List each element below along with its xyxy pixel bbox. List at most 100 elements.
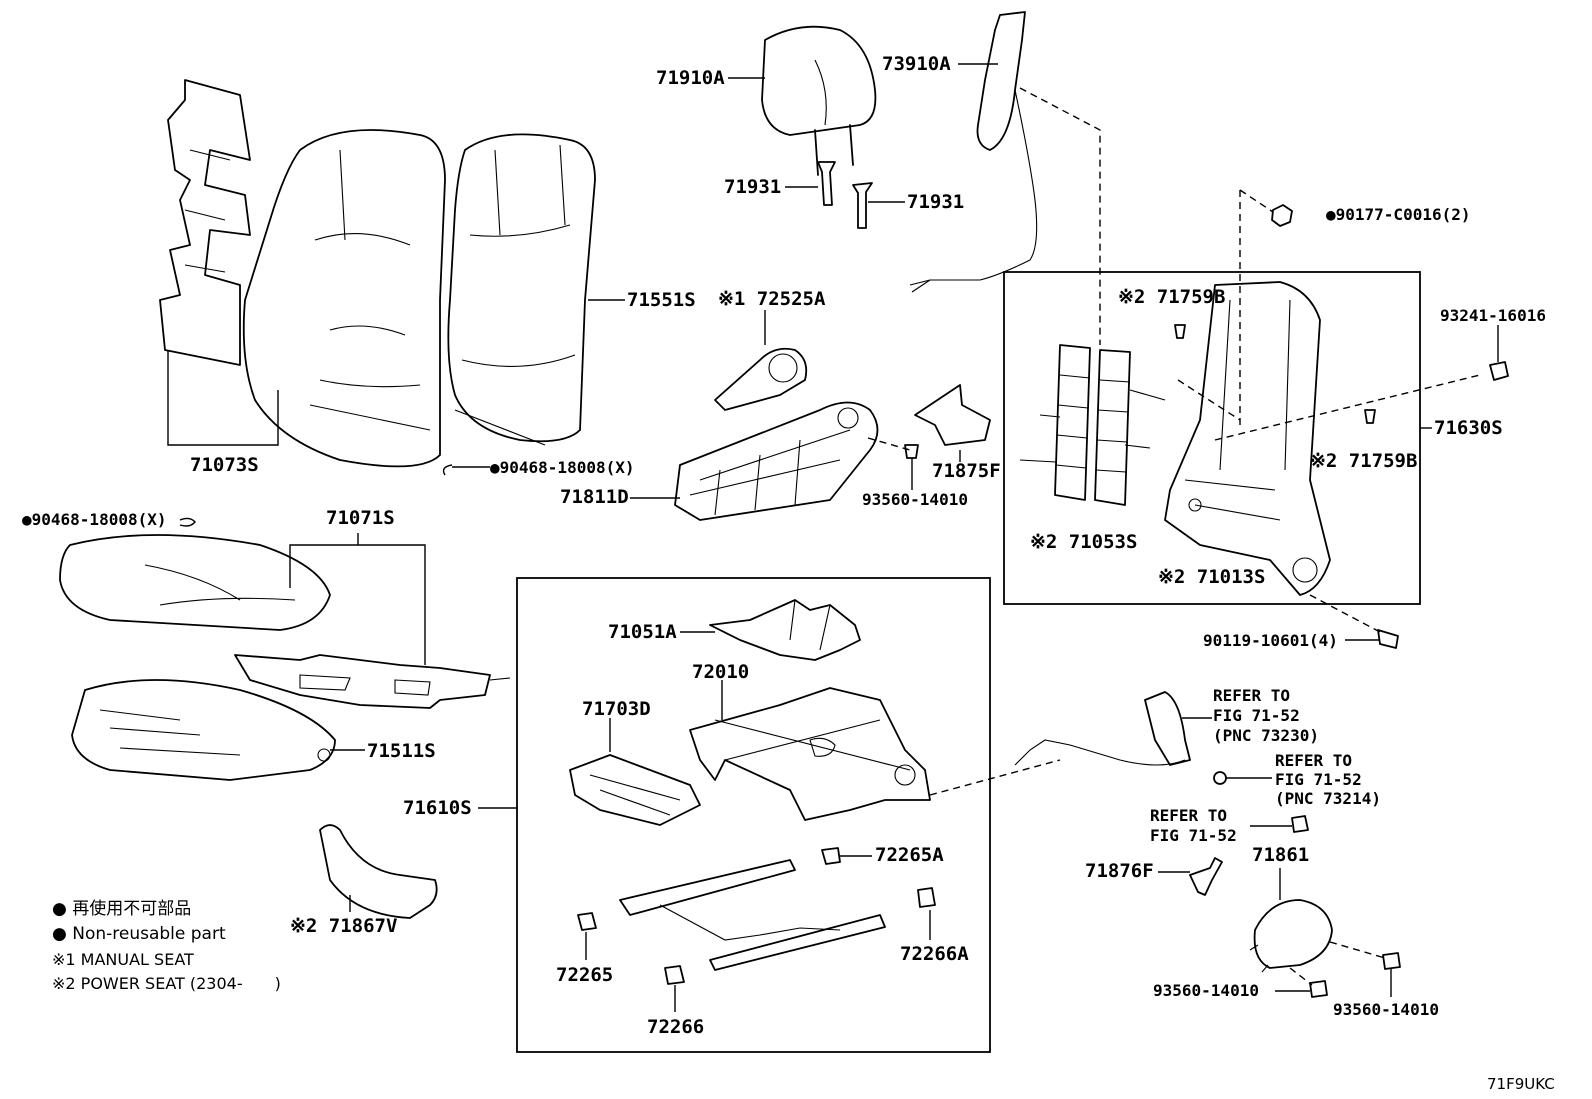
- grommet-ref2: [1213, 771, 1227, 785]
- bracket-71875F: [914, 384, 991, 446]
- cushion-pad-71511S: [71, 679, 336, 781]
- grommet-ref3: [1291, 815, 1309, 833]
- label-refer3-line1: REFER TO: [1150, 806, 1228, 825]
- legend-jp: ● 再使用不可部品: [52, 899, 192, 919]
- dash-90119: [1309, 594, 1381, 633]
- label-refer2-line3: (PNC 73214): [1275, 789, 1381, 808]
- label-71013S: ※2 71013S: [1158, 566, 1266, 588]
- bolt-93241: [1489, 361, 1509, 381]
- clip-71759B-b: [1364, 409, 1376, 424]
- seat-adjuster-72010: [689, 687, 931, 821]
- cover-72266: [664, 965, 685, 985]
- clip-71759B-a: [1174, 324, 1186, 339]
- label-93560-c: 93560-14010: [1333, 1000, 1439, 1019]
- label-71931-b: 71931: [907, 191, 965, 213]
- seat-heater-mat: [234, 654, 511, 709]
- cover-71861: [1249, 899, 1333, 973]
- label-72265: 72265: [556, 964, 614, 986]
- seat-track-box: [516, 577, 991, 1053]
- seat-rails: [619, 859, 886, 971]
- label-90177: ●90177-C0016(2): [1326, 205, 1471, 224]
- label-93241: 93241-16016: [1440, 306, 1546, 325]
- label-71071S: 71071S: [326, 507, 395, 529]
- recliner-cover-72525A: [714, 347, 808, 411]
- label-71053S: ※2 71053S: [1030, 531, 1138, 553]
- label-72010: 72010: [692, 661, 750, 683]
- label-refer3-line2: FIG 71-52: [1150, 826, 1237, 845]
- seatback-frame-box: [1003, 271, 1421, 605]
- headrest-71910A: [761, 25, 877, 176]
- seatback-pad-sheet: [159, 79, 251, 366]
- label-90468-a: ●90468-18008(X): [490, 458, 635, 477]
- label-71759B-a: ※2 71759B: [1118, 286, 1226, 308]
- label-71703D: 71703D: [582, 698, 651, 720]
- label-71759B-b: ※2 71759B: [1310, 450, 1418, 472]
- label-refer1-line3: (PNC 73230): [1213, 726, 1319, 745]
- pan-71703D: [569, 754, 701, 826]
- bolt-90119: [1377, 629, 1399, 649]
- label-71861: 71861: [1252, 844, 1310, 866]
- label-72266A: 72266A: [900, 943, 969, 965]
- screw-93560a: [904, 444, 919, 459]
- label-71073S: 71073S: [190, 454, 259, 476]
- label-72266: 72266: [647, 1016, 705, 1038]
- headrest-support-a: [817, 161, 836, 206]
- dash-93560a: [867, 437, 911, 451]
- cover-72266A: [917, 887, 936, 908]
- label-71875F: 71875F: [932, 460, 1001, 482]
- legend-en: ● Non-reusable part: [52, 924, 226, 944]
- label-72525A: ※1 72525A: [718, 288, 826, 310]
- screw-93560c: [1382, 952, 1401, 970]
- clip-90468b: [179, 517, 196, 527]
- label-refer2-line2: FIG 71-52: [1275, 770, 1362, 789]
- leader-71071S: [289, 544, 426, 665]
- clip-72265A: [821, 847, 841, 865]
- clip-90468a: [442, 464, 490, 476]
- seatbelt-buckle: [1014, 691, 1191, 766]
- side-shield-71811D: [674, 401, 879, 521]
- dash-93560c: [1329, 941, 1386, 959]
- screw-93560b: [1309, 980, 1328, 998]
- lumbar-support-71053S: [1019, 344, 1166, 506]
- label-71910A: 71910A: [656, 67, 725, 89]
- seatback-cover-71551S: [447, 133, 596, 446]
- cushion-cover: [59, 534, 331, 631]
- legend-note2: ※2 POWER SEAT (2304- ): [52, 974, 281, 993]
- dash-93560b: [1289, 967, 1313, 986]
- diagram-code: 71F9UKC: [1487, 1075, 1555, 1093]
- label-71811D: 71811D: [560, 486, 629, 508]
- cover-72265: [577, 912, 597, 931]
- dash-frame: [1177, 379, 1241, 421]
- label-93560-a: 93560-14010: [862, 490, 968, 509]
- label-72265A: 72265A: [875, 844, 944, 866]
- label-71051A: 71051A: [608, 621, 677, 643]
- bracket-71876F: [1189, 857, 1223, 896]
- dash-93241: [1214, 374, 1481, 441]
- headrest-support-b: [852, 182, 873, 229]
- label-71630S: 71630S: [1434, 417, 1503, 439]
- nut-90177: [1271, 204, 1293, 227]
- label-refer1-line1: REFER TO: [1213, 686, 1291, 705]
- label-71931-a: 71931: [724, 176, 782, 198]
- seatback-frame-71013S: [1164, 281, 1331, 596]
- legend-note1: ※1 MANUAL SEAT: [52, 950, 194, 969]
- label-73910A: 73910A: [882, 53, 951, 75]
- label-71876F: 71876F: [1085, 860, 1154, 882]
- dash-90177b: [1239, 189, 1274, 213]
- cover-71867V: [319, 824, 438, 919]
- dash-airbag: [1019, 87, 1101, 345]
- label-71551S: 71551S: [627, 289, 696, 311]
- label-71610S: 71610S: [403, 797, 472, 819]
- cushion-spring-71051A: [709, 599, 861, 661]
- label-90119: 90119-10601(4): [1203, 631, 1338, 650]
- label-refer1-line2: FIG 71-52: [1213, 706, 1300, 725]
- label-90468-b: ●90468-18008(X): [22, 510, 167, 529]
- label-refer2-line1: REFER TO: [1275, 751, 1353, 770]
- seatback-cover-front: [242, 129, 446, 468]
- side-airbag-73910A: [909, 11, 1038, 293]
- label-71511S: 71511S: [367, 740, 436, 762]
- leader-71073S: [167, 350, 279, 446]
- dash-buckle: [929, 759, 1061, 796]
